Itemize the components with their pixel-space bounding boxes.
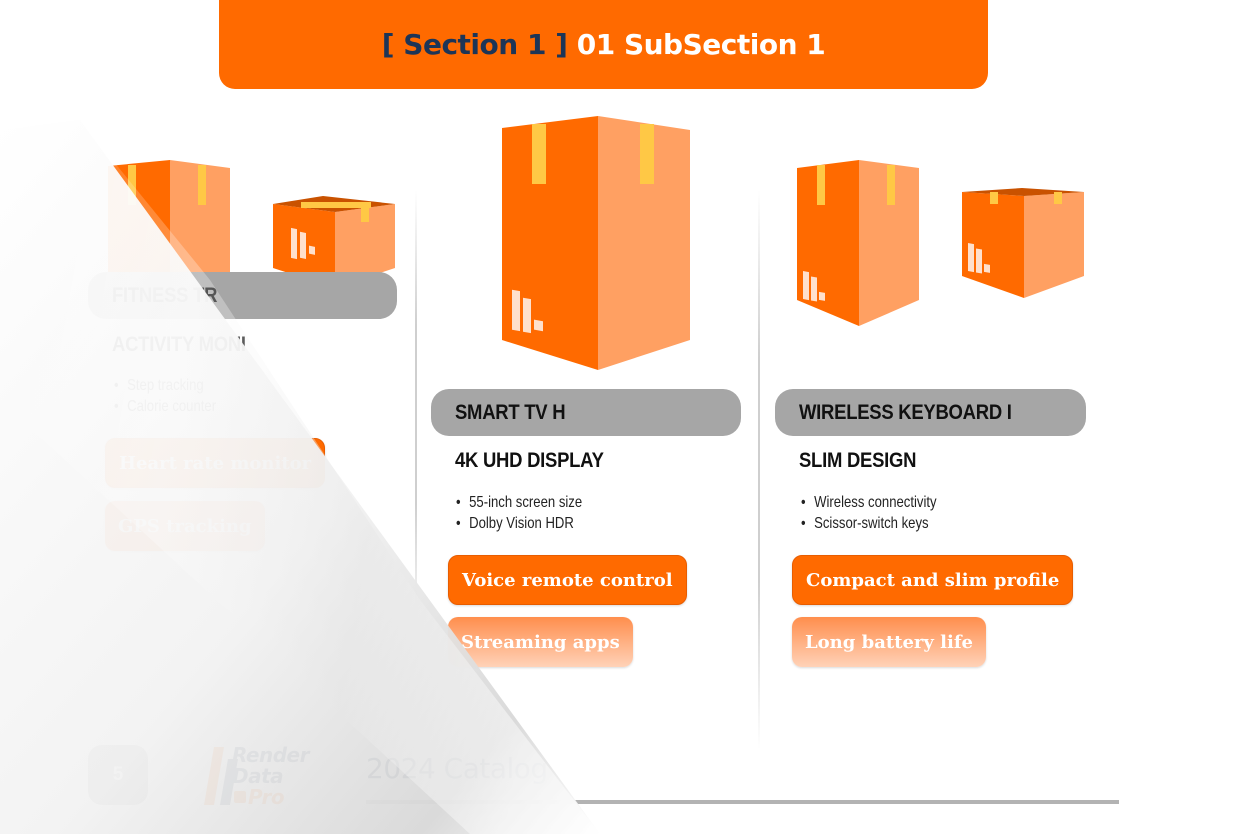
section-header-banner: [ Section 1 ] 01 SubSection 1 <box>219 0 988 89</box>
logo-word: Render <box>232 743 309 767</box>
catalog-title: 2024 Catalog <box>366 752 548 785</box>
feature-pill: Compact and slim profile <box>792 555 1074 605</box>
product-title: WIRELESS KEYBOARD I <box>799 400 1012 424</box>
section-label: [ Section 1 ] <box>381 28 568 61</box>
product-title: FITNESS TR <box>112 283 218 307</box>
logo-square <box>234 791 246 803</box>
feature-bullet-list: Step tracking Calorie counter <box>114 375 239 417</box>
box-icon <box>797 160 919 326</box>
product-title-bar: WIRELESS KEYBOARD I <box>775 389 1086 436</box>
product-title: SMART TV H <box>455 400 566 424</box>
render-data-pro-logo: Render Data Pro <box>204 745 314 807</box>
box-icon <box>962 188 1084 298</box>
feature-pill: Long battery life <box>792 617 987 667</box>
product-title-bar: SMART TV H <box>431 389 741 436</box>
feature-pill: Streaming apps <box>448 617 633 667</box>
product-subtitle: SLIM DESIGN <box>799 449 917 472</box>
logo-bars-icon <box>968 243 990 274</box>
product-title-bar: FITNESS TR <box>88 272 397 319</box>
logo-word: Data <box>232 764 284 788</box>
feature-pill: GPS tracking <box>105 501 265 551</box>
list-item: Calorie counter <box>114 396 216 417</box>
feature-pill: Heart rate monitor <box>105 438 326 488</box>
logo-word: Pro <box>248 785 285 809</box>
product-subtitle: ACTIVITY MONI <box>112 333 246 356</box>
feature-pill: Voice remote control <box>448 555 687 605</box>
section-header-title: [ Section 1 ] 01 SubSection 1 <box>381 28 826 61</box>
column-divider <box>758 190 760 750</box>
footer-divider <box>366 800 1119 804</box>
logo-bars-icon <box>803 271 825 302</box>
feature-bullet-list: 55-inch screen size Dolby Vision HDR <box>456 492 610 534</box>
list-item: Dolby Vision HDR <box>456 513 582 534</box>
subsection-label: 01 SubSection 1 <box>576 28 826 61</box>
list-item: 55-inch screen size <box>456 492 582 513</box>
product-subtitle: 4K UHD DISPLAY <box>455 449 604 472</box>
list-item: Wireless connectivity <box>801 492 936 513</box>
list-item: Scissor-switch keys <box>801 513 937 534</box>
column-divider <box>415 190 417 640</box>
feature-bullet-list: Wireless connectivity Scissor-switch key… <box>801 492 966 534</box>
page-number: 5 <box>88 745 148 805</box>
list-item: Step tracking <box>114 375 216 396</box>
box-icon <box>502 116 690 370</box>
